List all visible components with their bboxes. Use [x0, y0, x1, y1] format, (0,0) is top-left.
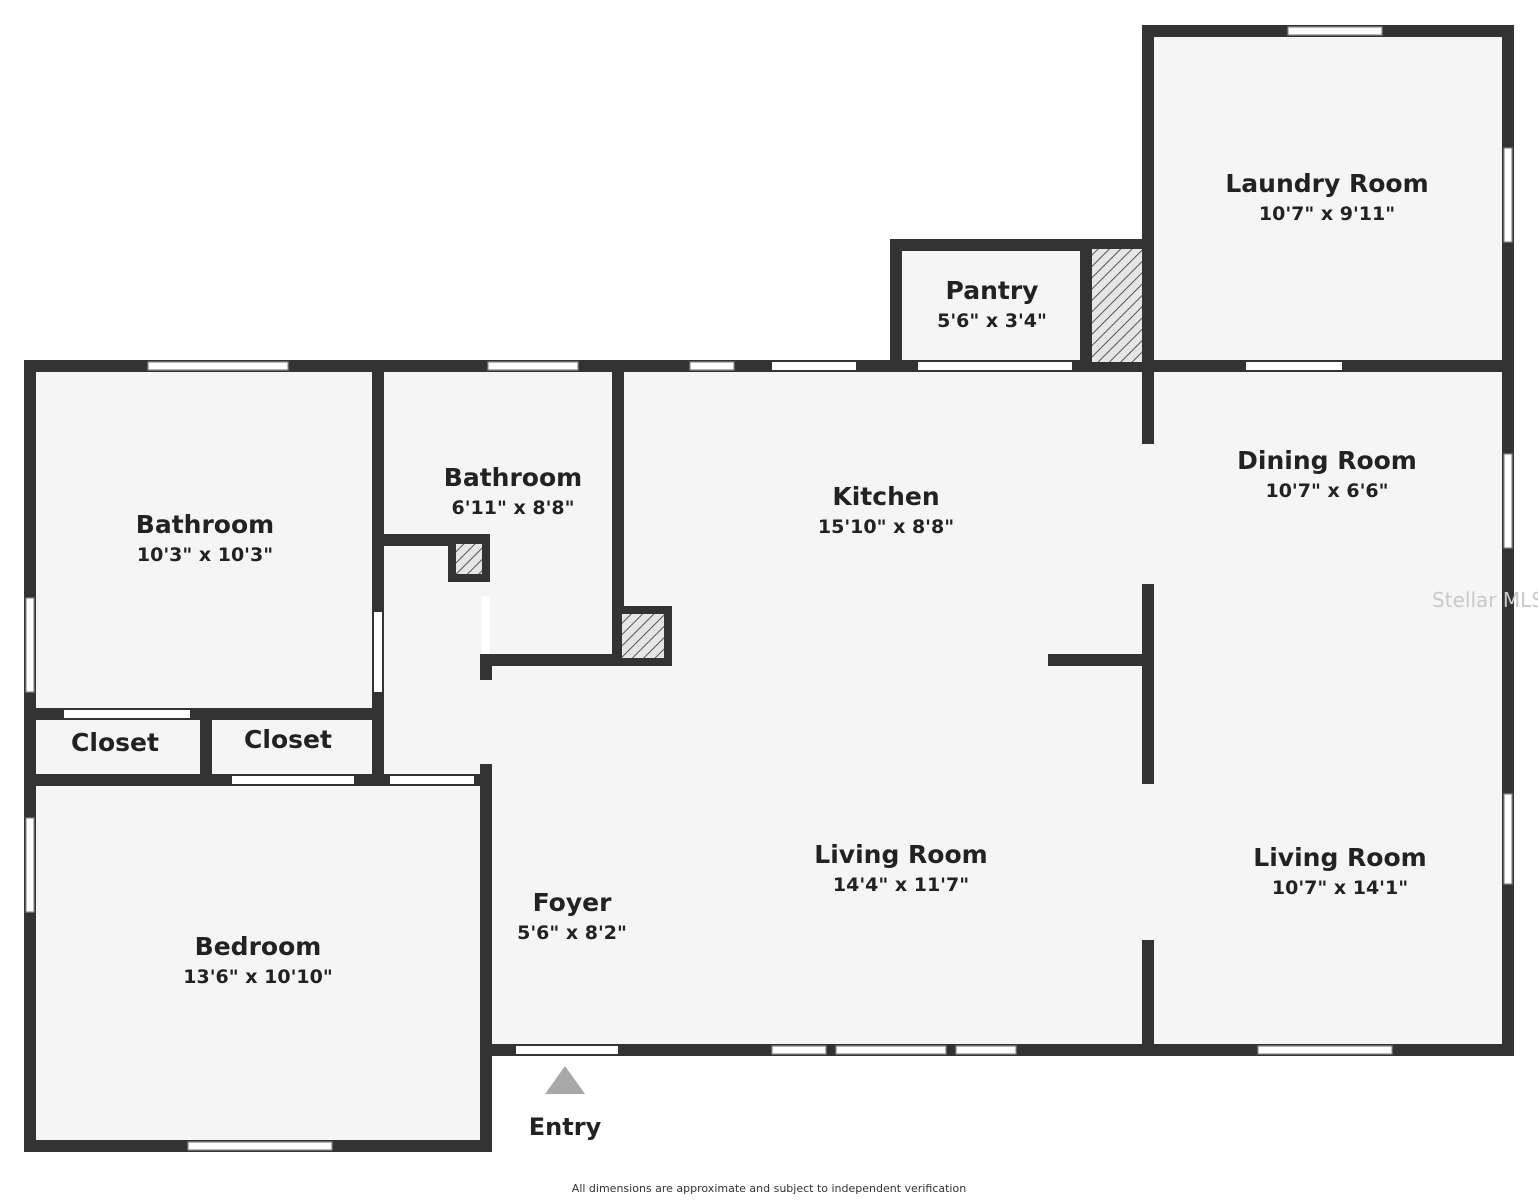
window-living-bottom-3 [955, 1045, 1017, 1055]
window-bedroom-bottom [187, 1141, 333, 1151]
window-living-right [1503, 793, 1513, 885]
label-dining-name: Dining Room [1237, 446, 1417, 475]
wall-bath-mid-right [612, 360, 624, 666]
label-living-right-dim: 10'7" x 14'1" [1272, 877, 1408, 899]
label-laundry-dim: 10'7" x 9'11" [1259, 203, 1395, 225]
watermark-text: Stellar MLS [1432, 588, 1538, 612]
label-living-main-dim: 14'4" x 11'7" [833, 874, 969, 896]
label-dining-dim: 10'7" x 6'6" [1265, 480, 1388, 502]
label-bath-left-dim: 10'3" x 10'3" [137, 544, 273, 566]
wall-divider-top [1142, 360, 1154, 444]
label-foyer-name: Foyer [533, 888, 612, 917]
entry-label: Entry [529, 1113, 602, 1141]
wall-bath-mid-stub [480, 654, 492, 680]
window-living-right-bottom [1257, 1045, 1393, 1055]
label-bedroom-name: Bedroom [195, 932, 322, 961]
door-bath-mid [482, 596, 490, 654]
door-kitchen-top [772, 362, 856, 370]
label-living-right-name: Living Room [1253, 843, 1426, 872]
wall-bedroom-right [480, 764, 492, 1152]
label-foyer-dim: 5'6" x 8'2" [517, 922, 627, 944]
windows [25, 26, 1513, 1151]
window-living-bottom-1 [771, 1045, 827, 1055]
window-bath-left-top [147, 361, 289, 371]
label-bath-left-name: Bathroom [136, 510, 274, 539]
window-bedroom-side [25, 817, 35, 913]
entry-arrow-icon [545, 1066, 585, 1094]
door-openings [64, 362, 1342, 1054]
label-bath-mid-name: Bathroom [444, 463, 582, 492]
label-pantry-name: Pantry [946, 276, 1039, 305]
chases [448, 241, 1150, 666]
label-bath-mid-dim: 6'11" x 8'8" [451, 497, 574, 519]
label-kitchen-name: Kitchen [832, 482, 939, 511]
door-bedroom [390, 776, 474, 784]
wall-divider-mid [1142, 584, 1154, 784]
door-pantry [918, 362, 1072, 370]
door-closet-right [232, 776, 354, 784]
label-closet-left: Closet [71, 728, 159, 757]
chase-bath [448, 536, 490, 582]
window-small-top [689, 361, 735, 371]
window-living-bottom-2 [835, 1045, 947, 1055]
wall-divider-bottom [1142, 940, 1154, 1056]
label-living-main-name: Living Room [814, 840, 987, 869]
chase-pantry [1084, 241, 1150, 370]
floor-laundry [1148, 31, 1506, 366]
wall-closet-divider [200, 708, 212, 786]
window-laundry-right [1503, 147, 1513, 243]
window-bath-mid-top [487, 361, 579, 371]
wall-pantry-left [890, 239, 902, 372]
floor-bedroom [30, 780, 486, 1144]
label-closet-right: Closet [244, 725, 332, 754]
wall-divider-stub [1048, 654, 1148, 666]
door-closet-left [64, 710, 190, 718]
wall-closet-right [372, 708, 384, 786]
disclaimer-text: All dimensions are approximate and subje… [572, 1182, 966, 1195]
window-bath-left-side [25, 597, 35, 693]
chase-kitchen [614, 606, 672, 666]
label-kitchen-dim: 15'10" x 8'8" [818, 516, 954, 538]
window-dining-right [1503, 453, 1513, 549]
door-laundry [1246, 362, 1342, 370]
door-bath-left [374, 612, 382, 692]
label-laundry-name: Laundry Room [1225, 169, 1428, 198]
room-labels: Laundry Room 10'7" x 9'11" Pantry 5'6" x… [71, 169, 1429, 988]
door-entry [516, 1046, 618, 1054]
label-bedroom-dim: 13'6" x 10'10" [183, 966, 332, 988]
label-pantry-dim: 5'6" x 3'4" [937, 310, 1047, 332]
window-laundry-top [1287, 26, 1383, 36]
